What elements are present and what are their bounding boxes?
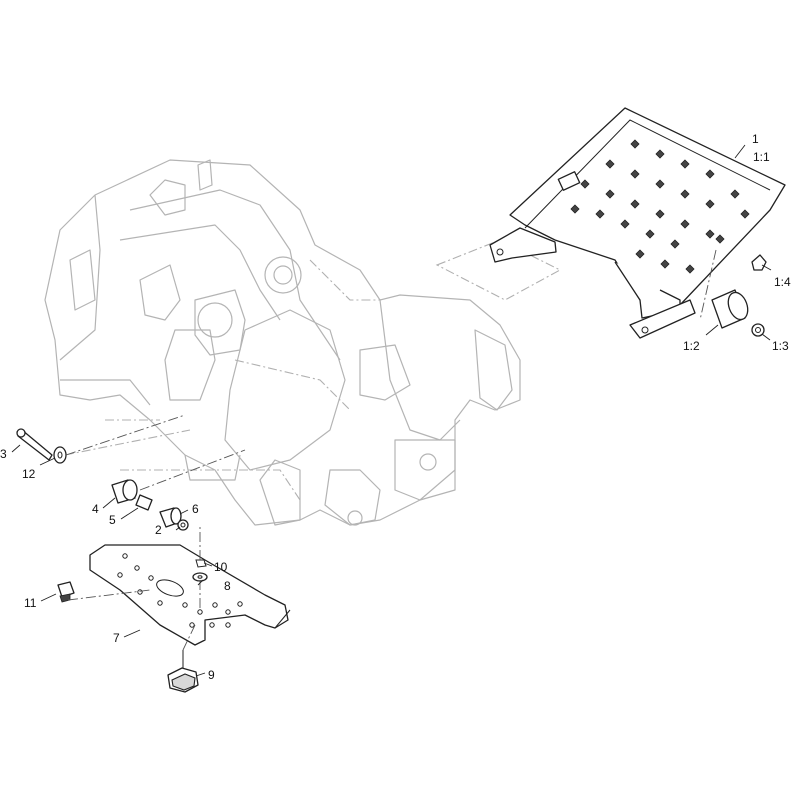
callout-2: 2 bbox=[155, 523, 162, 537]
callout-1: 1 bbox=[752, 132, 759, 146]
skid-plate-7 bbox=[89, 544, 291, 646]
leader-lines bbox=[11, 144, 772, 677]
frame-ghost bbox=[44, 159, 562, 526]
washer-12 bbox=[53, 446, 67, 464]
callout-10: 10 bbox=[214, 560, 228, 574]
callout-labels: 1 1:1 1:4 1:2 1:3 3 12 4 5 6 2 10 8 11 7… bbox=[0, 132, 791, 682]
callout-1-1: 1:1 bbox=[753, 150, 770, 164]
callout-7: 7 bbox=[113, 631, 120, 645]
callout-8: 8 bbox=[224, 579, 231, 593]
callout-5: 5 bbox=[109, 513, 116, 527]
clip-1-4 bbox=[751, 254, 767, 271]
nut-1-3 bbox=[751, 323, 765, 337]
nut-2 bbox=[177, 519, 189, 531]
callout-3: 3 bbox=[0, 447, 7, 461]
callout-6: 6 bbox=[192, 502, 199, 516]
foot-platform bbox=[489, 107, 786, 339]
platform-perforations bbox=[570, 139, 750, 274]
callout-1-4: 1:4 bbox=[774, 275, 791, 289]
bushing-1-2 bbox=[711, 289, 749, 329]
callout-11: 11 bbox=[24, 596, 37, 610]
callout-1-2: 1:2 bbox=[683, 339, 700, 353]
bushing-4 bbox=[111, 479, 138, 504]
pin-10 bbox=[195, 559, 207, 568]
knob-9 bbox=[167, 650, 199, 693]
knob-11 bbox=[57, 581, 75, 603]
washer-8 bbox=[192, 572, 208, 582]
spacer-5 bbox=[135, 494, 153, 511]
callout-9: 9 bbox=[208, 668, 215, 682]
callout-1-3: 1:3 bbox=[772, 339, 789, 353]
callout-4: 4 bbox=[92, 502, 99, 516]
callout-12: 12 bbox=[22, 467, 36, 481]
skid-plate-holes bbox=[117, 553, 243, 628]
bolt-3 bbox=[16, 428, 53, 461]
